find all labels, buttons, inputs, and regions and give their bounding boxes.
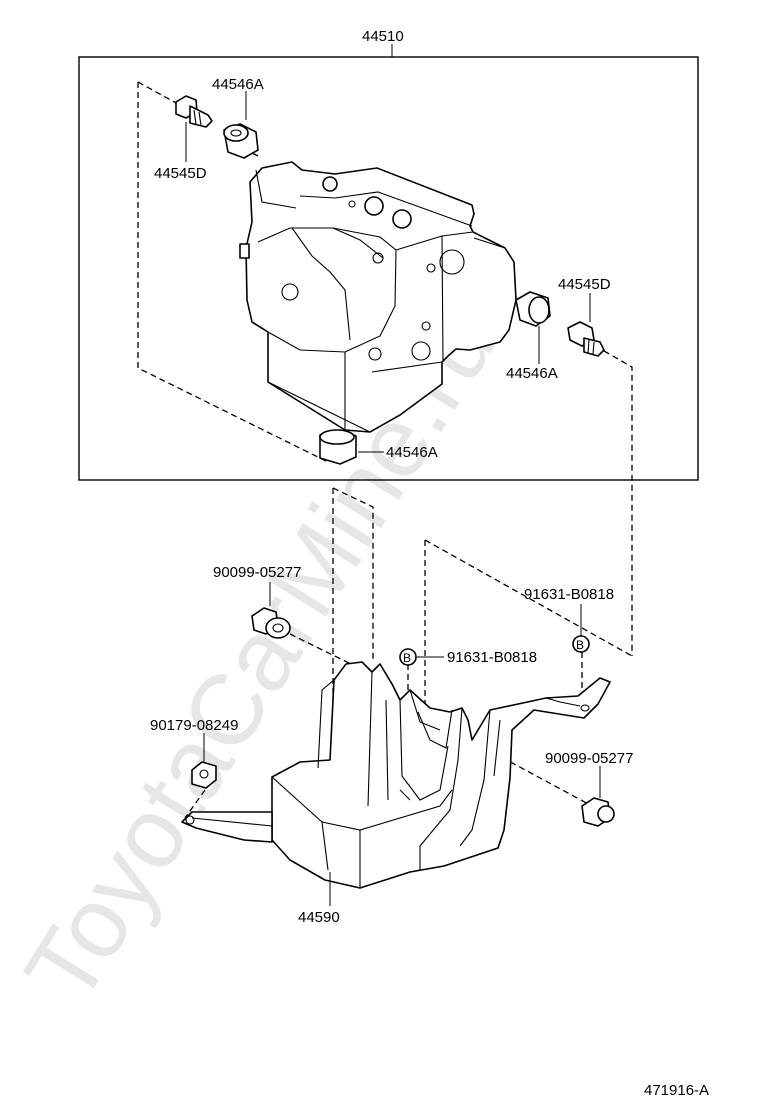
label-bolt-right: 44545D [558,276,611,293]
cushion-top [223,123,259,159]
label-nut-b-lower: 91631-B0818 [447,649,537,666]
diagram-id: 471916-A [644,1082,709,1099]
bracket-foot [181,811,273,843]
bolt-top-left [175,95,213,128]
cushion-right [515,291,551,327]
bracket [271,661,611,889]
bolt-bracket-right [581,797,615,827]
label-bolt-bracket-left: 90099-05277 [213,564,301,581]
label-bolt-bracket-right: 90099-05277 [545,750,633,767]
cushion-bottom [319,429,357,465]
assembly-frame [78,44,699,481]
marker-b-lower: B [399,648,417,666]
abs-actuator [239,161,517,433]
label-cushion-right: 44546A [506,365,558,382]
bolt-right [567,321,605,357]
label-bracket: 44590 [298,909,340,926]
nut-left [191,761,217,789]
marker-b-upper-text: B [576,638,584,652]
leader-lines [185,91,601,906]
label-bolt-top-left: 44545D [154,165,207,182]
label-cushion-top: 44546A [212,76,264,93]
marker-b-upper: B [572,635,590,653]
label-nut-left: 90179-08249 [150,717,238,734]
label-cushion-bottom: 44546A [386,444,438,461]
assembly-part-number: 44510 [362,28,404,45]
label-nut-b-upper: 91631-B0818 [524,586,614,603]
marker-b-lower-text: B [403,651,411,665]
bolt-bracket-left [251,607,291,639]
